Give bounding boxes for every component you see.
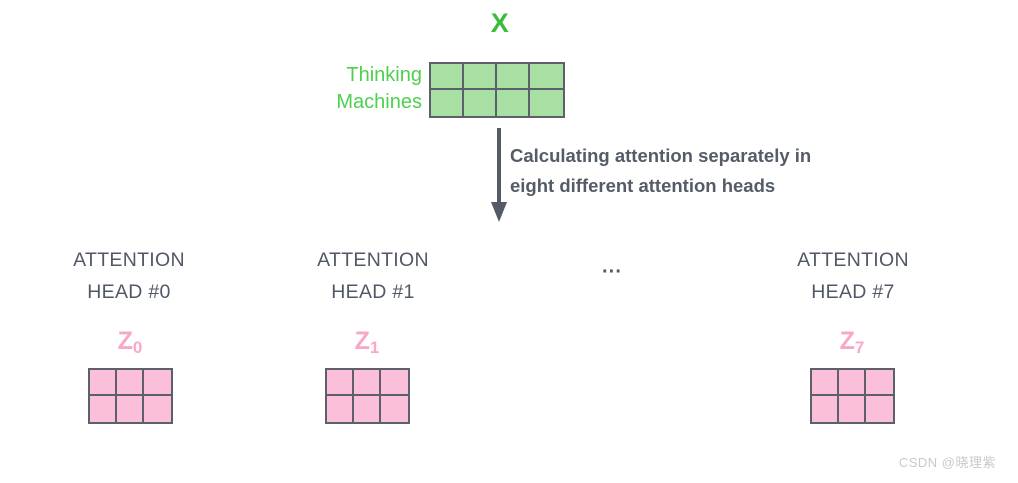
attention-head-7-title-line-0: ATTENTION bbox=[797, 249, 909, 271]
matrix-cell bbox=[354, 396, 381, 422]
matrix-cell bbox=[144, 370, 171, 396]
matrix-cell bbox=[839, 370, 866, 396]
matrix-cell bbox=[464, 64, 497, 90]
matrix-cell bbox=[90, 396, 117, 422]
attention-head-0-title-line-0: ATTENTION bbox=[73, 249, 185, 271]
attention-head-0-title-line-1: HEAD #0 bbox=[87, 281, 171, 303]
flow-annotation-line-1: eight different attention heads bbox=[510, 175, 776, 196]
matrix-cell bbox=[812, 396, 839, 422]
output-matrix-1-grid bbox=[325, 368, 410, 424]
output-matrix-7-label-base: Z bbox=[839, 327, 855, 355]
attention-head-7-title-line-1: HEAD #7 bbox=[811, 281, 895, 303]
down-arrow-icon bbox=[487, 128, 511, 224]
output-matrix-7-label-subscript: 7 bbox=[854, 338, 865, 357]
watermark: CSDN @晓理紫 bbox=[898, 455, 996, 470]
matrix-cell bbox=[381, 370, 408, 396]
matrix-cell bbox=[530, 64, 563, 90]
matrix-cell bbox=[90, 370, 117, 396]
matrix-cell bbox=[497, 64, 530, 90]
matrix-cell bbox=[497, 90, 530, 116]
matrix-cell bbox=[327, 370, 354, 396]
input-token-label-0: Thinking bbox=[346, 64, 422, 86]
output-matrix-7-grid bbox=[810, 368, 895, 424]
matrix-cell bbox=[866, 370, 893, 396]
output-matrix-7-label: Z7 bbox=[797, 325, 907, 360]
matrix-cell bbox=[431, 64, 464, 90]
output-matrix-1-label-subscript: 1 bbox=[369, 338, 380, 357]
matrix-cell bbox=[530, 90, 563, 116]
flow-annotation-line-0: Calculating attention separately in bbox=[510, 145, 812, 166]
matrix-cell bbox=[354, 370, 381, 396]
output-matrix-0-grid bbox=[88, 368, 173, 424]
matrix-cell bbox=[144, 396, 171, 422]
input-matrix-grid bbox=[429, 62, 565, 118]
matrix-cell bbox=[117, 396, 144, 422]
attention-head-1-title: ATTENTION HEAD #1 bbox=[263, 244, 483, 308]
attention-head-1-title-line-1: HEAD #1 bbox=[331, 281, 415, 303]
input-token-label-1: Machines bbox=[336, 91, 422, 113]
matrix-cell bbox=[812, 370, 839, 396]
output-matrix-1-label: Z1 bbox=[312, 325, 422, 360]
output-matrix-1-label-base: Z bbox=[354, 327, 370, 355]
matrix-cell bbox=[431, 90, 464, 116]
attention-head-0-title: ATTENTION HEAD #0 bbox=[19, 244, 239, 308]
matrix-cell bbox=[866, 396, 893, 422]
attention-head-1-title-line-0: ATTENTION bbox=[317, 249, 429, 271]
matrix-cell bbox=[381, 396, 408, 422]
flow-annotation: Calculating attention separately in eigh… bbox=[510, 141, 910, 201]
matrix-cell bbox=[327, 396, 354, 422]
input-matrix-label: X bbox=[490, 8, 510, 38]
heads-ellipsis: ··· bbox=[602, 261, 622, 283]
attention-head-7-title: ATTENTION HEAD #7 bbox=[743, 244, 963, 308]
matrix-cell bbox=[464, 90, 497, 116]
matrix-cell bbox=[839, 396, 866, 422]
output-matrix-0-label: Z0 bbox=[75, 325, 185, 360]
output-matrix-0-label-subscript: 0 bbox=[132, 338, 143, 357]
input-token-labels: Thinking Machines bbox=[300, 62, 422, 116]
output-matrix-0-label-base: Z bbox=[117, 327, 133, 355]
matrix-cell bbox=[117, 370, 144, 396]
